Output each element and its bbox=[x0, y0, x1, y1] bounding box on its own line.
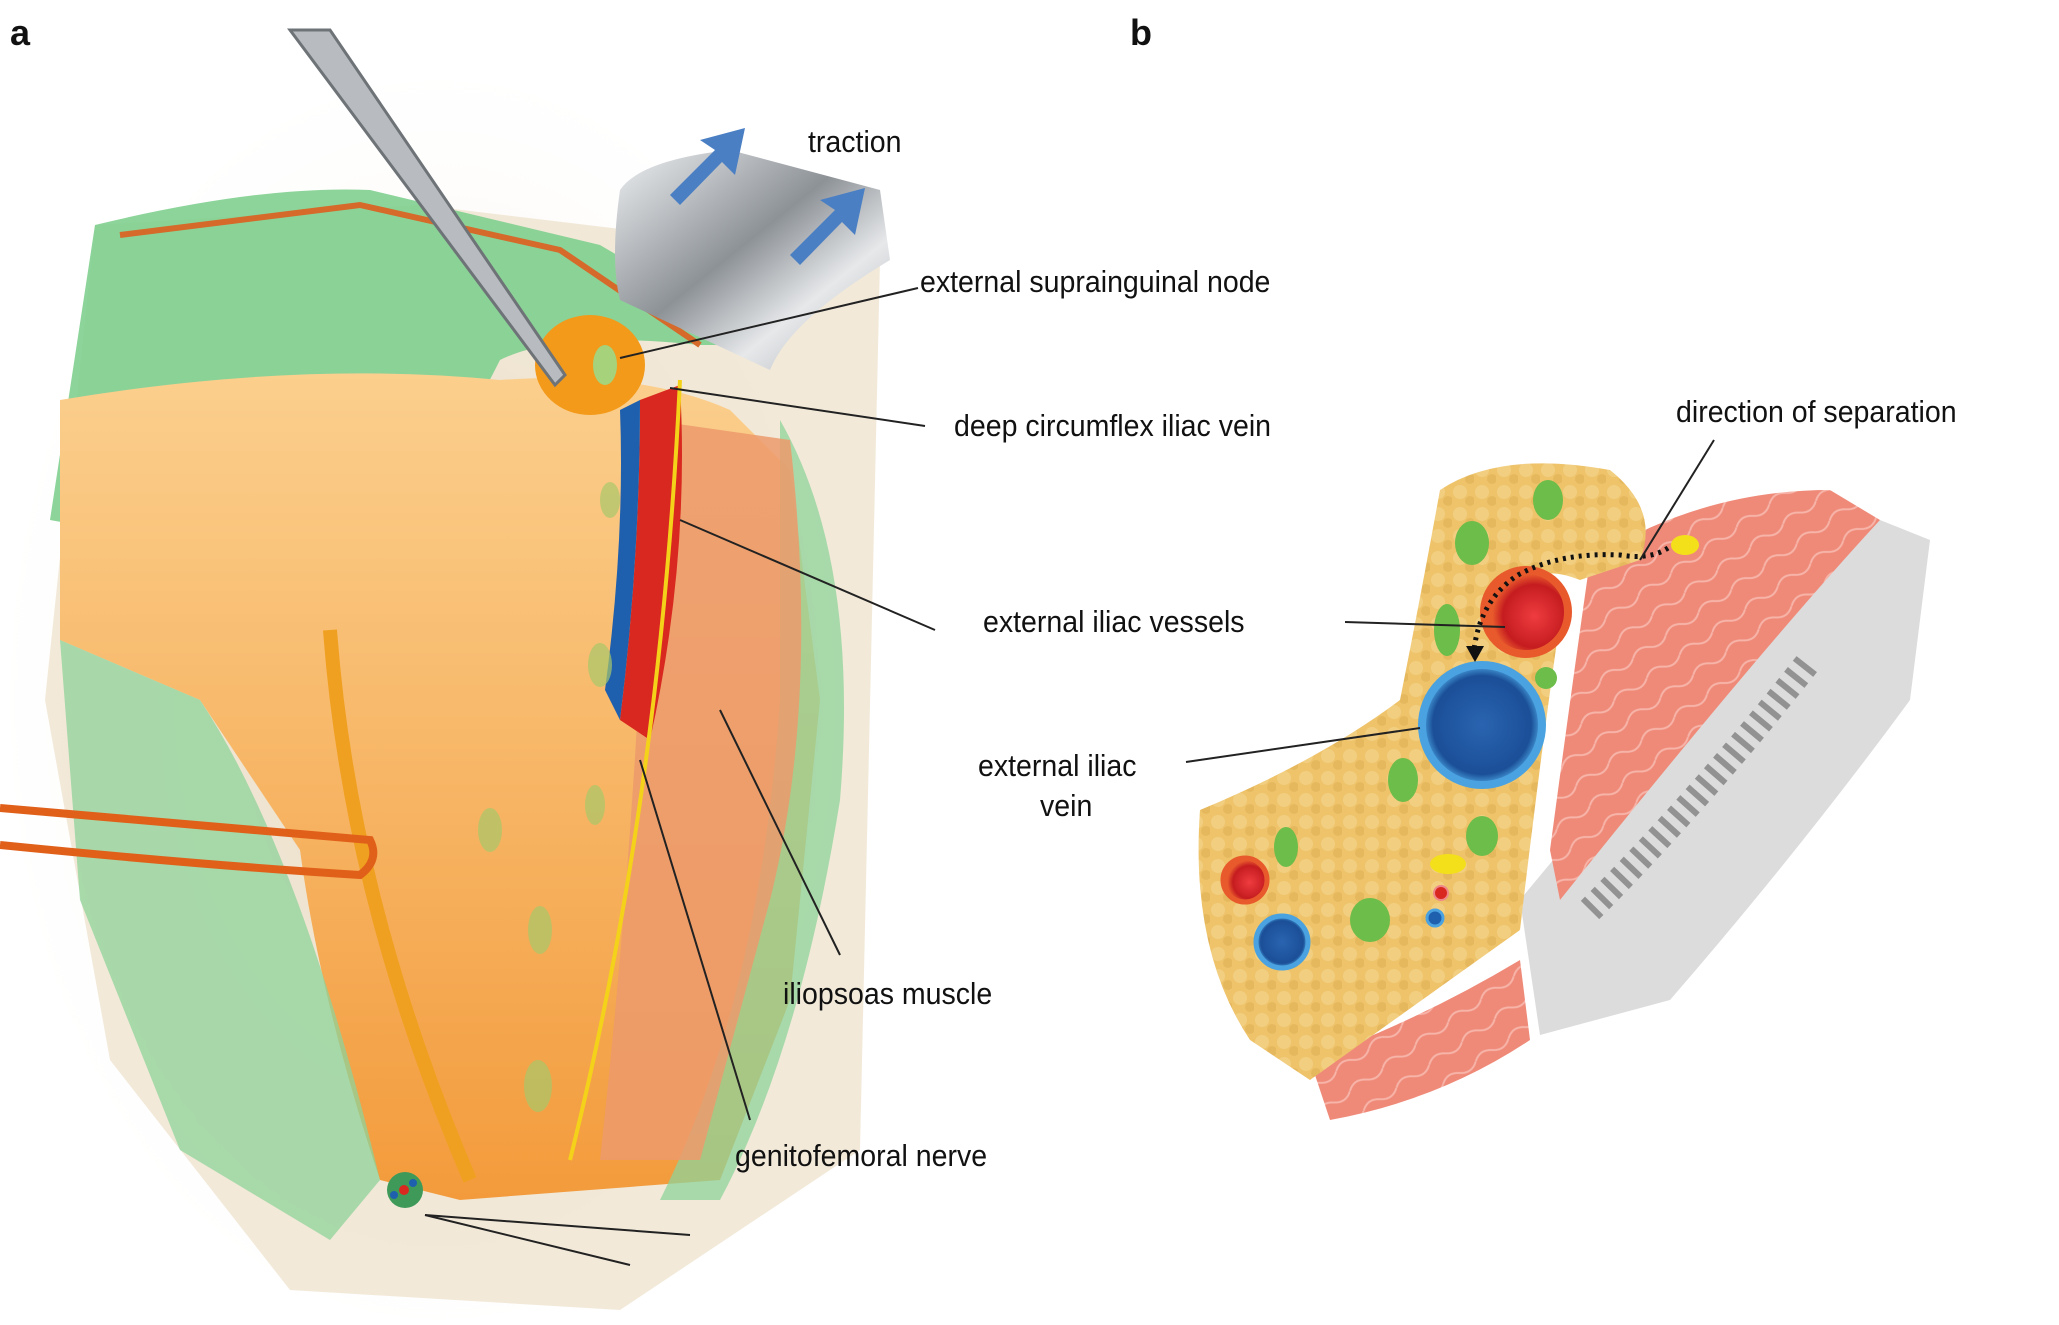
peritoneum-lower bbox=[60, 640, 380, 1240]
bone bbox=[1520, 520, 1930, 1035]
lymph-node bbox=[535, 315, 645, 415]
label-external-iliac-vein-line2: vein bbox=[1040, 788, 1093, 823]
genitofemoral-nerve bbox=[568, 379, 682, 1161]
lymph-node-center bbox=[593, 345, 617, 385]
traction-arrow-2 bbox=[790, 188, 865, 265]
muscle-b-lower bbox=[1310, 960, 1530, 1120]
leader-lines-b bbox=[1185, 439, 1715, 763]
panel-label-a: a bbox=[10, 12, 31, 53]
external-iliac-artery bbox=[620, 385, 682, 740]
separation-path bbox=[1471, 545, 1670, 651]
label-deep-circumflex-iliac-vein: deep circumflex iliac vein bbox=[954, 408, 1272, 443]
panel-label-b: b bbox=[1130, 12, 1152, 53]
panel-a-drawing bbox=[0, 28, 936, 1320]
label-traction: traction bbox=[808, 124, 902, 159]
traction-arrow-1 bbox=[670, 128, 745, 205]
panel-b-drawing bbox=[1185, 439, 1930, 1120]
label-external-suprainguinal-node: external suprainguinal node bbox=[920, 264, 1271, 299]
external-iliac-vein-shape bbox=[605, 400, 640, 720]
separation-arrowhead bbox=[1466, 646, 1484, 662]
traction-arrows bbox=[670, 128, 865, 265]
round-ligament bbox=[323, 629, 477, 1183]
label-genitofemoral-nerve: genitofemoral nerve bbox=[735, 1138, 988, 1173]
label-iliopsoas-muscle: iliopsoas muscle bbox=[783, 976, 993, 1011]
muscle-b-upper bbox=[1550, 490, 1880, 900]
label-external-iliac-vein-line1: external iliac bbox=[978, 748, 1137, 783]
external-iliac-artery-b bbox=[1480, 566, 1572, 658]
vessel-loop bbox=[0, 804, 378, 880]
forceps bbox=[287, 28, 567, 388]
external-iliac-vein-b bbox=[1418, 661, 1546, 789]
retractor bbox=[615, 150, 890, 370]
label-external-iliac-vessels: external iliac vessels bbox=[983, 604, 1245, 639]
leader-lines-a bbox=[424, 287, 936, 1266]
label-direction-of-separation: direction of separation bbox=[1676, 394, 1957, 429]
